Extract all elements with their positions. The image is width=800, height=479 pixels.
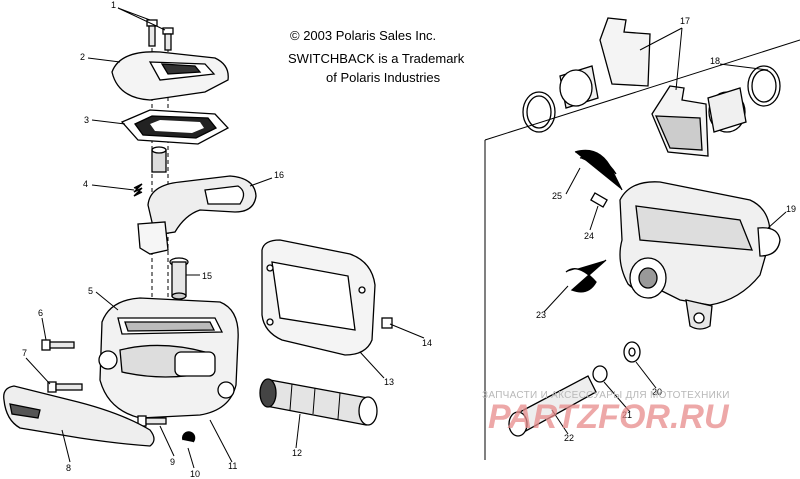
part-screws-1 — [146, 19, 174, 51]
callout-17: 17 — [680, 16, 690, 26]
part-sleeve-12 — [259, 378, 378, 426]
watermark: ЗАПЧАСТИ И АКСЕССУАРЫ ДЛЯ МОТОТЕХНИКИ PA… — [482, 390, 730, 436]
callout-2: 2 — [80, 52, 85, 62]
callout-11: 11 — [228, 461, 237, 471]
callout-numbers: 1 2 3 4 5 16 6 7 8 9 10 11 12 13 14 15 1… — [22, 0, 796, 479]
callout-18: 18 — [710, 56, 720, 66]
part-clip-10 — [181, 431, 196, 443]
callout-19: 19 — [786, 204, 796, 214]
leader-lines — [25, 7, 787, 469]
callout-23: 23 — [536, 310, 546, 320]
part-caliper-19 — [619, 181, 781, 330]
copyright-line-1: © 2003 Polaris Sales Inc. — [290, 28, 436, 43]
part-pin-15 — [169, 257, 189, 300]
copyright-line-3: of Polaris Industries — [326, 70, 441, 85]
callout-13: 13 — [384, 377, 394, 387]
callout-24: 24 — [584, 231, 594, 241]
part-bracket — [137, 221, 169, 255]
part-bolt-washers-20-22 — [508, 341, 641, 437]
callout-15: 15 — [202, 271, 212, 281]
part-master-cylinder-5 — [98, 297, 239, 419]
callout-12: 12 — [292, 448, 302, 458]
callout-9: 9 — [170, 457, 175, 467]
callout-1: 1 — [111, 0, 116, 10]
callout-14: 14 — [422, 338, 432, 348]
part-clip-23 — [565, 259, 607, 293]
callout-25: 25 — [552, 191, 562, 201]
callout-6b: 6 — [38, 308, 43, 318]
callout-4: 4 — [83, 179, 88, 189]
part-housing-13-14 — [261, 239, 393, 356]
part-pistons-18 — [522, 65, 781, 133]
part-spring-4 — [133, 183, 143, 197]
part-brake-pads-17 — [599, 17, 709, 157]
callout-20: 20 — [652, 387, 662, 397]
callout-6: 16 — [274, 170, 284, 180]
callout-5: 5 — [88, 286, 93, 296]
watermark-logo: PARTZFOR.RU — [488, 398, 730, 436]
callout-7: 7 — [22, 348, 27, 358]
part-piston — [151, 146, 167, 173]
caliper-group-frame — [484, 39, 800, 460]
part-bleeder-24-25 — [574, 149, 623, 208]
callout-21: 21 — [622, 410, 632, 420]
callout-22: 22 — [564, 433, 574, 443]
part-hand-lever-8 — [3, 385, 155, 447]
copyright-line-2: SWITCHBACK is a Trademark — [288, 51, 465, 66]
callout-8: 8 — [66, 463, 71, 473]
callout-10: 10 — [190, 469, 200, 479]
callout-3: 3 — [84, 115, 89, 125]
part-cover-2 — [111, 51, 229, 101]
part-diaphragm-3 — [120, 109, 230, 145]
part-lever-6 — [147, 175, 257, 236]
watermark-tagline: ЗАПЧАСТИ И АКСЕССУАРЫ ДЛЯ МОТОТЕХНИКИ — [482, 390, 730, 401]
